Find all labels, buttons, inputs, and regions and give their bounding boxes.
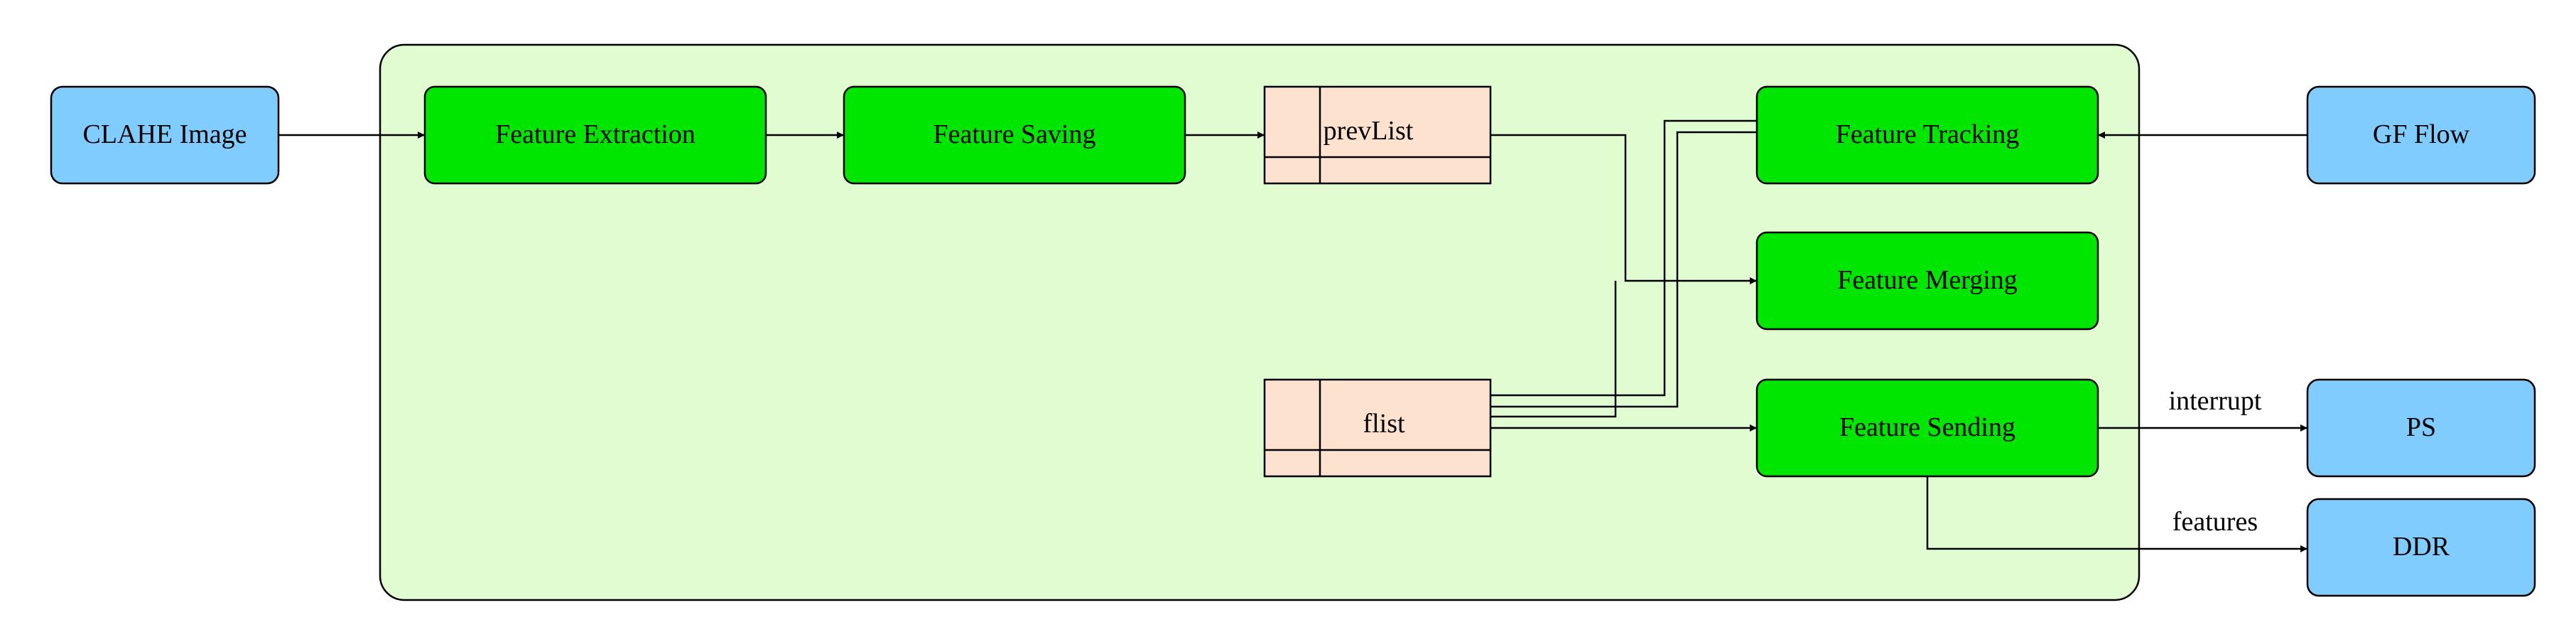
clahe-image-node: CLAHE Image — [50, 85, 280, 185]
pipeline-container — [379, 43, 2141, 601]
features-edge-label: features — [2172, 507, 2258, 537]
ddr-node: DDR — [2306, 498, 2536, 597]
interrupt-edge-label: interrupt — [2169, 386, 2262, 416]
ddr-label: DDR — [2393, 532, 2450, 562]
ps-node: PS — [2306, 378, 2536, 478]
edge-flist-tracking-b — [1490, 131, 1757, 408]
feature-extraction-label: Feature Extraction — [495, 119, 696, 149]
ps-label: PS — [2406, 412, 2436, 442]
feature-saving-label: Feature Saving — [933, 119, 1095, 149]
prevlist-label: prevList — [1324, 116, 1414, 146]
edge-sending-to-ddr — [1926, 476, 2307, 552]
flist-buffer: flist — [1263, 378, 1492, 478]
feature-tracking-label: Feature Tracking — [1836, 119, 2020, 149]
edge-flist-tracking-a — [1490, 119, 1757, 397]
edge-flist-to-merging — [1490, 281, 1617, 418]
gf-flow-node: GF Flow — [2306, 85, 2536, 185]
feature-merging-label: Feature Merging — [1837, 265, 2018, 295]
edge-prevlist-to-merging — [1490, 134, 1757, 284]
prevlist-buffer: prevList — [1263, 85, 1492, 185]
edges — [278, 119, 2307, 552]
feature-saving-node: Feature Saving — [843, 85, 1186, 185]
feature-merging-node: Feature Merging — [1755, 231, 2099, 331]
clahe-image-label: CLAHE Image — [82, 119, 247, 149]
feature-tracking-node: Feature Tracking — [1755, 85, 2099, 185]
feature-sending-label: Feature Sending — [1839, 412, 2015, 442]
feature-sending-node: Feature Sending — [1755, 378, 2099, 478]
flist-label: flist — [1363, 409, 1405, 439]
gf-flow-label: GF Flow — [2373, 119, 2470, 149]
feature-extraction-node: Feature Extraction — [423, 85, 767, 185]
